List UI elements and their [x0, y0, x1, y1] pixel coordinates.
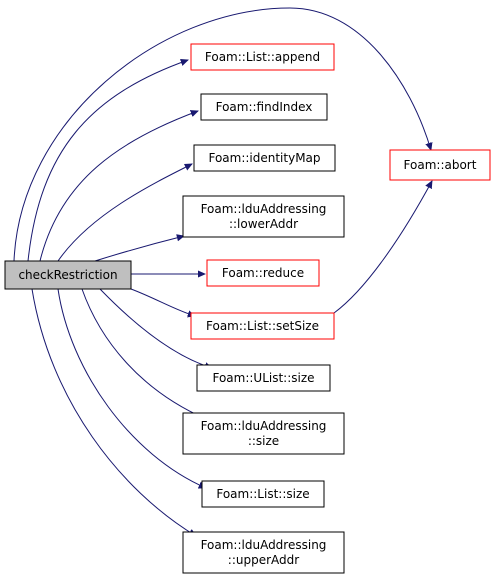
node-label: Foam::lduAddressing [201, 538, 327, 552]
node-label: Foam::UList::size [212, 371, 314, 385]
edge-checkRestriction-to-upperAddr [31, 288, 196, 536]
edge-checkRestriction-to-lowerAddr [94, 236, 184, 262]
node-label: ::upperAddr [228, 553, 299, 567]
edge-checkRestriction-to-findIndex [39, 111, 198, 262]
node-ldu_size[interactable]: Foam::lduAddressing::size [182, 412, 345, 455]
node-label: Foam::identityMap [208, 151, 320, 165]
node-setSize[interactable]: Foam::List::setSize [190, 312, 335, 340]
node-box [190, 312, 335, 340]
node-label: Foam::List::setSize [206, 319, 319, 333]
edge-checkRestriction-to-setSize [130, 288, 195, 316]
node-identityMap[interactable]: Foam::identityMap [193, 144, 336, 172]
node-list_append[interactable]: Foam::List::append [190, 43, 335, 71]
node-box [196, 364, 331, 392]
node-label: Foam::abort [404, 158, 477, 172]
node-upperAddr[interactable]: Foam::lduAddressing::upperAddr [182, 531, 345, 574]
node-box [182, 195, 345, 238]
node-label: Foam::lduAddressing [201, 202, 327, 216]
edge-checkRestriction-to-list_size [57, 288, 206, 488]
node-box [206, 259, 320, 287]
node-box [193, 144, 336, 172]
edge-checkRestriction-to-identityMap [57, 163, 192, 262]
node-label: ::lowerAddr [229, 217, 298, 231]
node-reduce[interactable]: Foam::reduce [206, 259, 320, 287]
node-label: Foam::lduAddressing [201, 419, 327, 433]
node-box [182, 531, 345, 574]
node-box [4, 260, 132, 290]
node-box [389, 149, 491, 181]
node-checkRestriction[interactable]: checkRestriction [4, 260, 132, 290]
node-abort[interactable]: Foam::abort [389, 149, 491, 181]
node-ulist_size[interactable]: Foam::UList::size [196, 364, 331, 392]
nodes-layer: checkRestriction Foam::List::appendFoam::… [4, 43, 491, 574]
node-findIndex[interactable]: Foam::findIndex [200, 93, 328, 121]
node-list_size[interactable]: Foam::List::size [201, 480, 325, 508]
edge-checkRestriction-to-ulist_size [99, 288, 212, 368]
edges-layer [13, 7, 432, 536]
edge-checkRestriction-to-list_append [27, 60, 188, 262]
node-box [200, 93, 328, 121]
node-box [201, 480, 325, 508]
node-label: Foam::List::append [205, 50, 320, 64]
node-label: Foam::reduce [222, 266, 304, 280]
node-label: Foam::List::size [216, 487, 309, 501]
node-label: Foam::findIndex [216, 100, 313, 114]
node-label: checkRestriction [18, 268, 117, 282]
node-box [190, 43, 335, 71]
edge-checkRestriction-to-ldu_size [81, 288, 206, 420]
node-lowerAddr[interactable]: Foam::lduAddressing::lowerAddr [182, 195, 345, 238]
node-box [182, 412, 345, 455]
edge-setSize-to-abort [333, 181, 432, 314]
node-label: ::size [248, 434, 279, 448]
edge-checkRestriction-to-abort [13, 7, 431, 262]
